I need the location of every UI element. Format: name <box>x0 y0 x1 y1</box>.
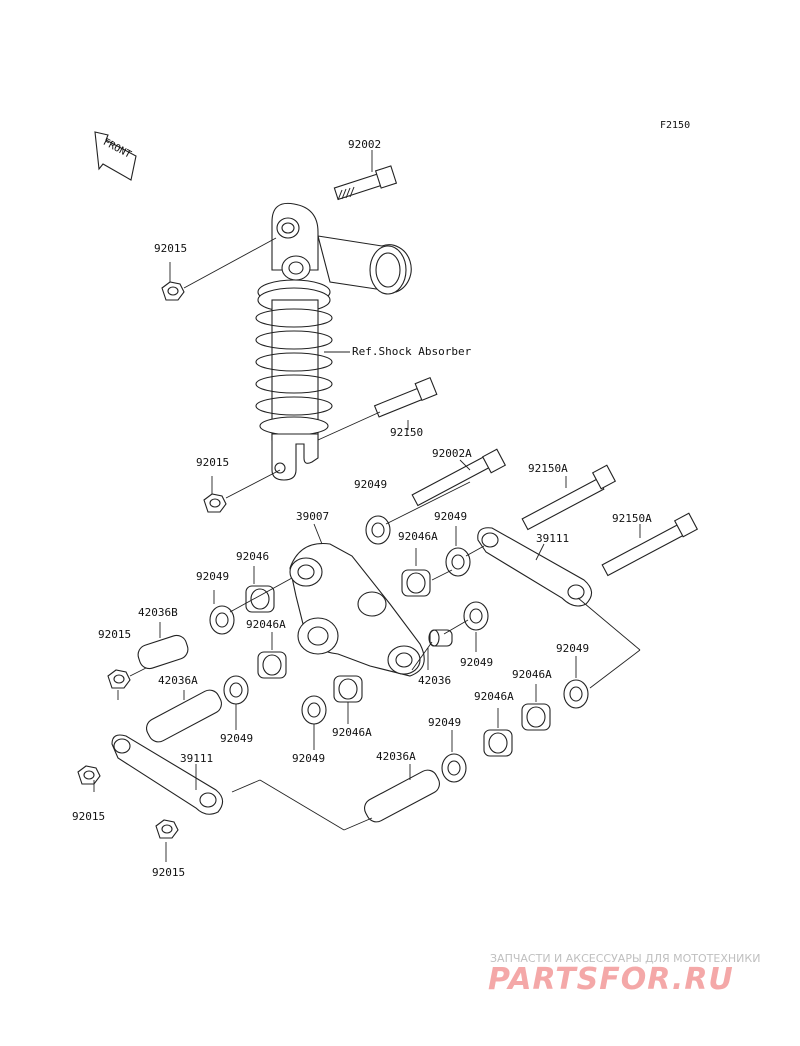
diagram-code: F2150 <box>660 120 691 131</box>
part-label: 92015 <box>154 242 188 255</box>
reference-label: Ref.Shock Absorber <box>352 345 472 358</box>
part-label: 42036A <box>158 674 198 687</box>
part-label: 92150A <box>528 462 568 475</box>
part-label: 39111 <box>536 532 570 545</box>
part-label: 42036 <box>418 674 452 687</box>
seal-92049-set <box>209 515 589 783</box>
part-label: 39007 <box>296 510 330 523</box>
bolt-92150a-lower <box>601 512 699 577</box>
part-label: 92015 <box>196 456 230 469</box>
part-label: 92002 <box>348 138 382 151</box>
part-label: 92049 <box>354 478 388 491</box>
tie-rod-39111-lower <box>111 734 224 815</box>
part-label: 92015 <box>72 810 106 823</box>
nut-92015-bottom-left <box>77 765 101 785</box>
collar-42036b <box>137 634 189 670</box>
part-label: 92150 <box>390 426 424 439</box>
nut-92015-left <box>107 669 131 689</box>
part-label: 92046A <box>332 726 372 739</box>
part-label: 92015 <box>152 866 186 879</box>
nut-92015-bottom <box>155 819 179 839</box>
watermark-tagline: ЗАПЧАСТИ И АКСЕССУАРЫ ДЛЯ МОТОТЕХНИКИ <box>490 952 761 965</box>
part-label: 92046A <box>398 530 438 543</box>
part-label: 92046A <box>474 690 514 703</box>
part-label: 42036B <box>138 606 178 619</box>
assembly-lines <box>93 481 641 862</box>
collar-42036a-right <box>364 769 440 823</box>
part-label: 39111 <box>180 752 214 765</box>
rocker-arm-39007 <box>289 542 425 677</box>
bolt-92002a <box>411 448 507 507</box>
part-label: 92049 <box>220 732 254 745</box>
collar-42036a-left <box>146 689 222 743</box>
part-label: 92046A <box>246 618 286 631</box>
part-label: 92015 <box>98 628 132 641</box>
part-label: 92049 <box>428 716 462 729</box>
bolt-92002 <box>333 165 398 201</box>
part-label: 92049 <box>196 570 230 583</box>
shock-absorber <box>255 202 412 481</box>
part-label: 92046 <box>236 550 270 563</box>
bolt-92150 <box>373 376 438 418</box>
part-label: 42036A <box>376 750 416 763</box>
watermark-logo: PARTSFOR.RU <box>488 962 734 997</box>
nut-92015-mid <box>203 493 227 513</box>
part-label: 92150A <box>612 512 652 525</box>
part-label: 92049 <box>460 656 494 669</box>
tie-rod-39111-upper <box>477 527 593 607</box>
bolt-92150a-upper <box>521 464 617 531</box>
part-label: 92046A <box>512 668 552 681</box>
nut-92015-top <box>161 281 185 301</box>
part-label: 92049 <box>434 510 468 523</box>
collar-42036 <box>428 629 453 647</box>
part-label: 92002A <box>432 447 472 460</box>
part-label: 92049 <box>292 752 326 765</box>
front-arrow-icon: FRONT <box>94 131 137 181</box>
part-label: 92049 <box>556 642 590 655</box>
